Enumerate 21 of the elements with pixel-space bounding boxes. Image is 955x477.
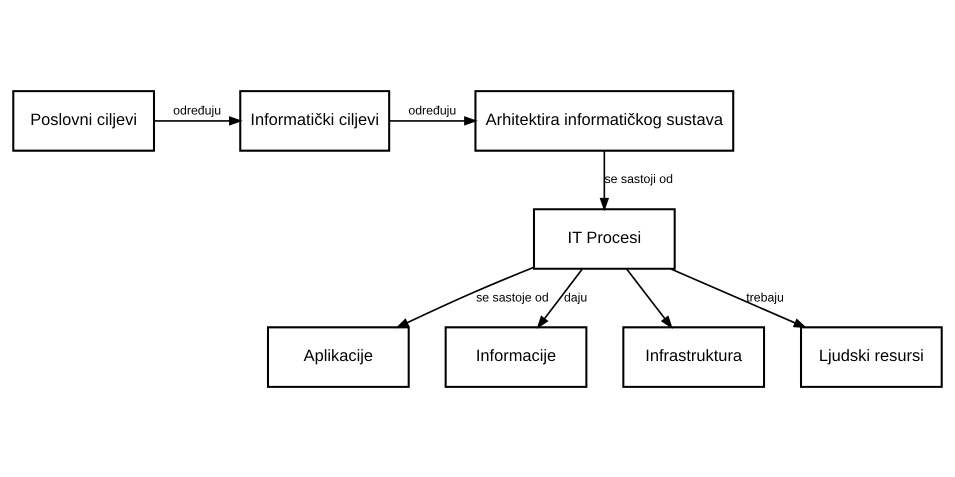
arrow: [395, 266, 534, 328]
node-box: Informacije: [444, 326, 588, 388]
edge-label: određuju: [173, 102, 222, 117]
arrow: [626, 268, 673, 329]
node-box: IT Procesi: [532, 208, 676, 270]
edge-label: trebaju: [746, 290, 784, 304]
node-box: Infrastruktura: [622, 326, 766, 388]
node-box: Aplikacije: [266, 326, 410, 388]
arrow: [600, 150, 610, 211]
arrow: [389, 116, 478, 126]
node-box: Informatički ciljevi: [239, 90, 390, 152]
edge-label: daju: [564, 290, 588, 304]
edge-label: se sastoji od: [604, 172, 673, 186]
arrow: [536, 268, 583, 329]
node-box: Arhitektira informatičkog sustava: [474, 90, 734, 152]
edge-label: određuju: [408, 102, 456, 117]
edge-label: se sastoje od: [476, 290, 549, 304]
node-box: Ljudski resursi: [800, 326, 943, 388]
arrow: [154, 116, 243, 126]
arrow: [670, 268, 808, 328]
node-box: Poslovni ciljevi: [12, 90, 156, 152]
